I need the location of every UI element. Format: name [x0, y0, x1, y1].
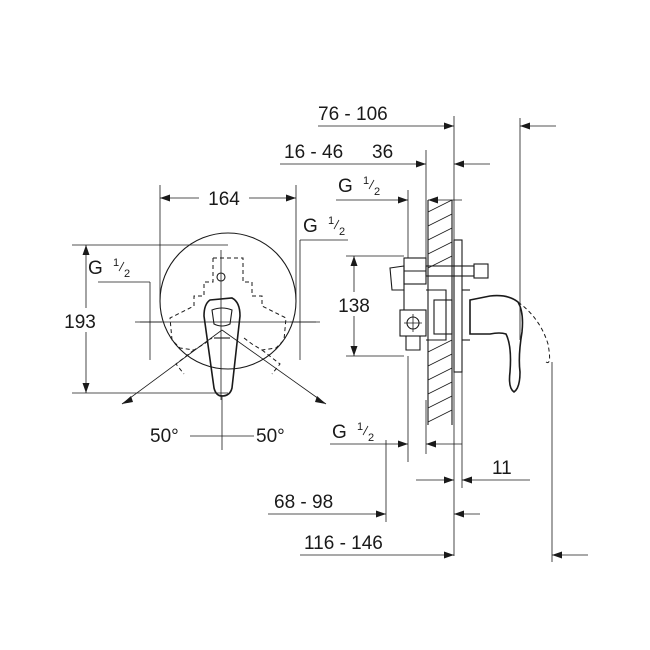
svg-text:1: 1 — [113, 257, 119, 269]
thread-label-top: G 1 2 — [338, 175, 380, 198]
front-view: 164 193 G 1 2 G 1 2 — [60, 185, 348, 450]
svg-text:G: G — [303, 216, 318, 237]
dim-height-193: 193 — [64, 312, 96, 333]
wall-section — [427, 199, 453, 425]
lever-handle — [203, 297, 241, 397]
svg-text:2: 2 — [124, 268, 130, 280]
thread-label-bottom: G 1 2 — [332, 421, 374, 444]
rosette-side — [453, 239, 470, 373]
dim-depth-36: 36 — [372, 142, 393, 163]
dim-depth-68-98: 68 - 98 — [274, 492, 333, 513]
svg-text:2: 2 — [339, 226, 345, 238]
rosette-plate — [159, 232, 297, 370]
side-view: 76 - 106 16 - 46 36 G 1 2 138 G — [268, 104, 588, 562]
angle-right-50: 50° — [256, 426, 285, 447]
dim-height-138: 138 — [338, 296, 370, 317]
angle-left-50: 50° — [150, 426, 179, 447]
svg-text:1: 1 — [357, 421, 363, 433]
svg-text:1: 1 — [328, 215, 334, 227]
svg-text:G: G — [88, 258, 103, 279]
dim-width-164: 164 — [208, 189, 240, 210]
dim-depth-16-46: 16 - 46 — [284, 142, 343, 163]
dim-depth-116-146: 116 - 146 — [304, 533, 383, 554]
dim-offset-11: 11 — [492, 458, 512, 479]
hidden-cartridge — [169, 257, 287, 375]
dim-depth-76-106: 76 - 106 — [318, 104, 388, 125]
thread-label-left: G 1 2 — [88, 257, 130, 280]
svg-text:2: 2 — [374, 186, 380, 198]
valve-body — [389, 257, 489, 351]
svg-text:2: 2 — [368, 432, 374, 444]
svg-text:1: 1 — [363, 175, 369, 187]
svg-text:G: G — [338, 176, 353, 197]
svg-text:G: G — [332, 422, 347, 443]
lever-side — [469, 294, 551, 393]
thread-label-right: G 1 2 — [303, 215, 345, 238]
